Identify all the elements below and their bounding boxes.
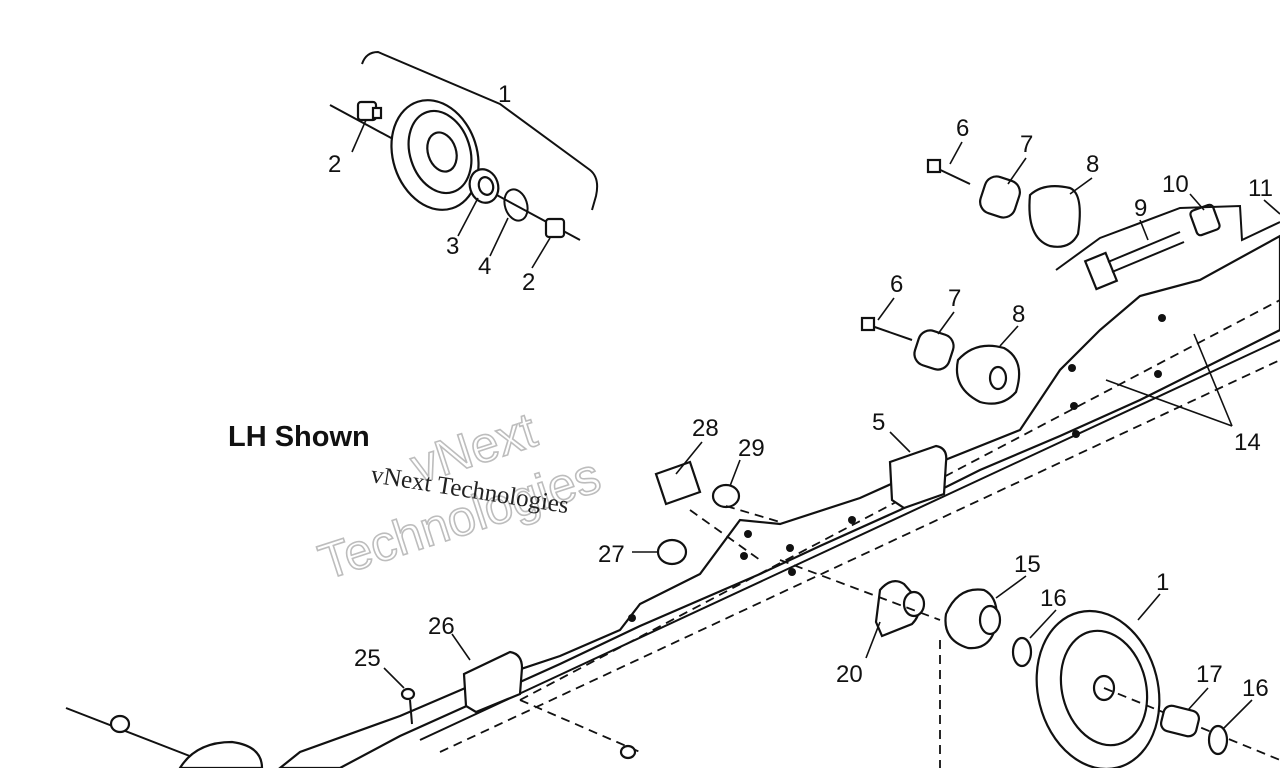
view-label: LH Shown	[228, 421, 370, 453]
callout-4: 4	[478, 253, 491, 280]
callout-25: 25	[354, 645, 381, 672]
callout-20: 20	[836, 661, 863, 688]
callout-16-right: 16	[1242, 675, 1269, 702]
idler-wheel-assembly-top	[329, 50, 599, 241]
bolt-2-right	[544, 217, 566, 239]
slide-bumper-26	[462, 650, 524, 714]
snap-ring-4	[503, 188, 529, 222]
callout-7-top: 7	[1020, 131, 1033, 158]
rear-suspension-rail	[278, 234, 1280, 768]
callout-28: 28	[692, 415, 719, 442]
callout-27: 27	[598, 541, 625, 568]
callout-2-bottom: 2	[522, 269, 535, 296]
callout-9: 9	[1134, 195, 1147, 222]
callout-17: 17	[1196, 661, 1223, 688]
callout-2-left: 2	[328, 151, 341, 178]
callout-3: 3	[446, 233, 459, 260]
callout-10: 10	[1162, 171, 1189, 198]
callouts: 1 2 3 4 2 6 7 8 9 10 11 6 7 8 14 5 28 29…	[328, 81, 1273, 702]
callout-16-mid: 16	[1040, 585, 1067, 612]
slide-bumper-5	[888, 444, 948, 510]
lower-left-hardware	[65, 687, 641, 768]
bearing-3	[468, 168, 500, 204]
callout-11: 11	[1248, 175, 1273, 202]
upper-bumper-hardware	[926, 158, 1280, 292]
axle-bracket-group	[779, 559, 1033, 768]
callout-8-top: 8	[1086, 151, 1099, 178]
leader-lines	[351, 119, 1280, 729]
bracket-hardware	[654, 460, 781, 566]
bolt-2-left	[356, 100, 383, 122]
callout-5: 5	[872, 409, 885, 436]
callout-26: 26	[428, 613, 455, 640]
callout-1-bottom: 1	[1156, 569, 1169, 596]
callout-14: 14	[1234, 429, 1261, 456]
callout-6-top: 6	[956, 115, 969, 142]
idler-wheel-top	[390, 99, 480, 211]
callout-6-mid: 6	[890, 271, 903, 298]
mid-bumper-hardware	[860, 316, 1202, 405]
callout-29: 29	[738, 435, 765, 462]
idler-wheel-bottom	[1035, 609, 1280, 768]
callout-15: 15	[1014, 551, 1041, 578]
callout-8-mid: 8	[1012, 301, 1025, 328]
callout-7-mid: 7	[948, 285, 961, 312]
callout-1-top: 1	[498, 81, 511, 108]
